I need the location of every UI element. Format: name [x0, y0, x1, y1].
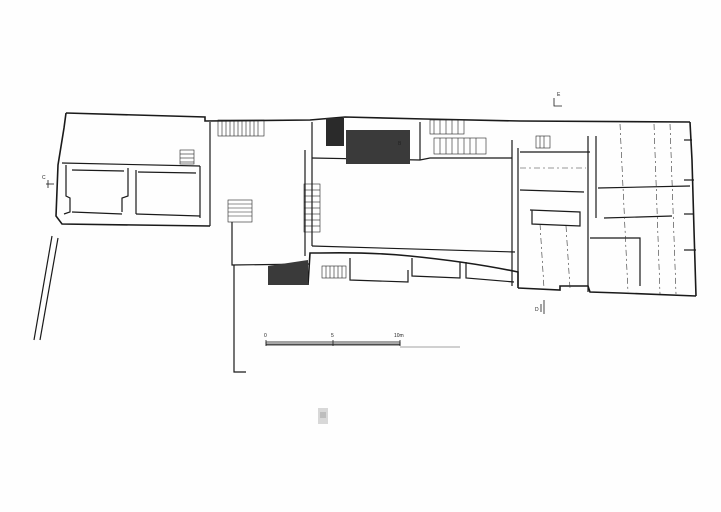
section-arrows	[46, 98, 562, 314]
scale-tick-0: 0	[264, 333, 267, 339]
stamp-mark	[318, 408, 328, 424]
room-marker-b: B	[398, 141, 402, 147]
scale-tick-5: 5	[331, 333, 334, 339]
hatched-areas	[268, 118, 410, 285]
section-marker-e: E	[557, 92, 561, 98]
section-marker-c: C	[42, 175, 46, 181]
scale-tick-10m: 10m	[394, 333, 404, 339]
beam-lines	[520, 123, 677, 295]
section-marker-d: D	[535, 307, 539, 313]
scale-bar	[265, 340, 460, 348]
stairs	[179, 119, 551, 279]
boundary-wall	[33, 235, 246, 373]
